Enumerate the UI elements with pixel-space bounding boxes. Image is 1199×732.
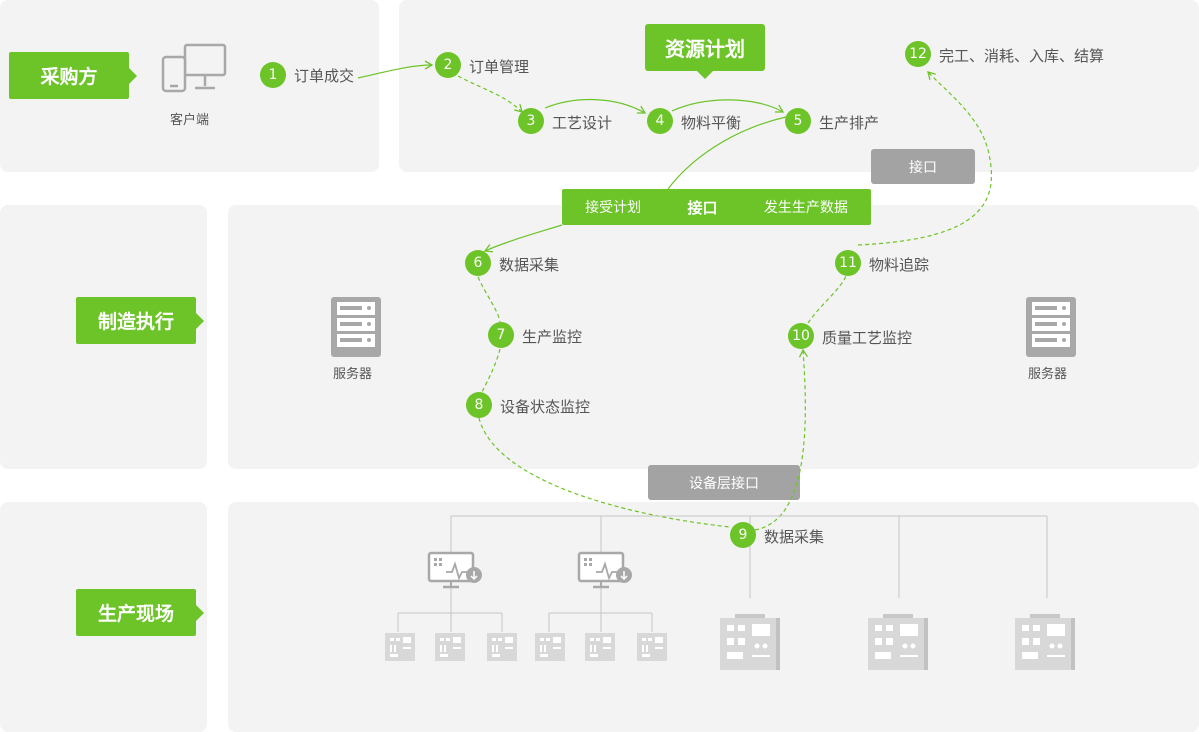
flow-6-7 xyxy=(477,276,501,323)
zone-tag-manufacturing-text: 制造执行 xyxy=(97,311,174,333)
interface-bar-right: 发生生产数据 xyxy=(763,200,848,216)
large-device-icon xyxy=(868,614,928,670)
step-11-number: 11 xyxy=(835,250,861,276)
small-device-icon xyxy=(435,633,465,661)
server-icon-left xyxy=(331,297,381,357)
small-device-icon xyxy=(385,633,415,661)
large-device-icon xyxy=(1015,614,1075,670)
zone-tag-production: 生产现场 xyxy=(76,589,204,636)
client-label: 客户端 xyxy=(170,113,210,128)
resource-plan-title-text: 资源计划 xyxy=(665,37,745,61)
step-9-label: 数据采集 xyxy=(764,528,825,546)
server-icon-right xyxy=(1026,297,1076,357)
step-11-label: 物料追踪 xyxy=(869,256,930,274)
small-device-icon xyxy=(585,633,615,661)
flow-11-12 xyxy=(857,71,992,246)
server-label-right: 服务器 xyxy=(1028,367,1068,382)
monitor-icon-1 xyxy=(427,551,482,589)
step-8-label: 设备状态监控 xyxy=(500,398,591,416)
small-device-icon xyxy=(487,633,517,661)
step-3-number: 3 xyxy=(518,108,544,134)
small-device-icon xyxy=(637,633,667,661)
flow-4-5 xyxy=(671,99,785,113)
step-7-label: 生产监控 xyxy=(522,328,583,346)
interface-button[interactable]: 接口 xyxy=(871,149,975,184)
monitor-icon-2 xyxy=(577,551,632,589)
network-lines xyxy=(397,515,1048,632)
resource-plan-panel xyxy=(399,0,1199,172)
step-3-label: 工艺设计 xyxy=(552,114,613,132)
title-pointer-icon xyxy=(697,71,713,79)
interface-bar-center: 接口 xyxy=(687,198,718,217)
flow-5-6 xyxy=(485,116,787,251)
tag-pointer-icon xyxy=(129,67,137,84)
flow-3-4 xyxy=(544,98,647,114)
step-10-label: 质量工艺监控 xyxy=(822,329,913,347)
step-10-number: 10 xyxy=(788,323,814,349)
tag-pointer-icon xyxy=(196,604,204,621)
flow-1-2 xyxy=(357,60,434,79)
step-8-number: 8 xyxy=(466,392,492,418)
zone-tag-manufacturing: 制造执行 xyxy=(76,297,204,344)
tag-pointer-icon xyxy=(196,312,204,329)
client-device-icon xyxy=(161,43,227,93)
server-label-left: 服务器 xyxy=(333,367,373,382)
step-1-number: 1 xyxy=(260,62,286,88)
step-12-label: 完工、消耗、入库、结算 xyxy=(939,47,1105,65)
interface-bar: 接受计划 接口 发生生产数据 xyxy=(562,189,871,225)
resource-plan-title: 资源计划 xyxy=(645,24,765,79)
step-1-label: 订单成交 xyxy=(294,67,355,85)
flow-9-10 xyxy=(754,348,809,531)
step-5-label: 生产排产 xyxy=(819,114,880,132)
device-interface-button[interactable]: 设备层接口 xyxy=(648,465,800,500)
flow-10-11 xyxy=(807,275,847,324)
large-device-icon xyxy=(720,614,780,670)
flow-8-9 xyxy=(478,417,731,528)
step-2-label: 订单管理 xyxy=(469,58,530,76)
step-6-label: 数据采集 xyxy=(499,256,560,274)
interface-bar-left: 接受计划 xyxy=(585,200,642,216)
step-2-number: 2 xyxy=(435,52,461,78)
flow-7-8 xyxy=(481,348,501,393)
step-12-number: 12 xyxy=(905,41,931,67)
step-4-number: 4 xyxy=(647,108,673,134)
step-7-number: 7 xyxy=(488,322,514,348)
flow-2-3 xyxy=(457,75,523,113)
zone-tag-production-text: 生产现场 xyxy=(97,603,174,625)
step-9-number: 9 xyxy=(730,522,756,548)
step-6-number: 6 xyxy=(465,250,491,276)
small-device-icon xyxy=(535,633,565,661)
zone-tag-buyer-text: 采购方 xyxy=(40,66,98,88)
zone-tag-buyer: 采购方 xyxy=(9,52,137,99)
step-4-label: 物料平衡 xyxy=(681,114,742,132)
step-5-number: 5 xyxy=(785,108,811,134)
